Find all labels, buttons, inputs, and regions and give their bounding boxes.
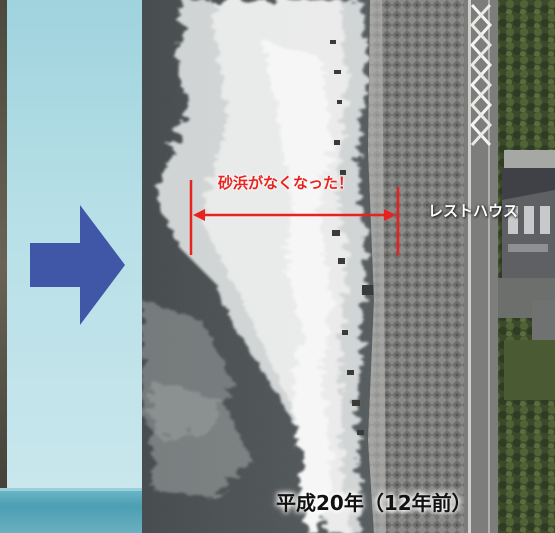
sand-gone-label: 砂浜がなくなった！ (218, 174, 354, 192)
rest-house-label: レストハウス (428, 202, 519, 220)
left-edge-strip (0, 0, 7, 533)
left-sea-band (0, 488, 142, 533)
aerial-coast-photo (142, 0, 555, 533)
right-arrow-icon (30, 205, 125, 325)
sand-width-marker (189, 180, 400, 255)
photo-caption: 平成20年（12年前） (276, 491, 472, 515)
